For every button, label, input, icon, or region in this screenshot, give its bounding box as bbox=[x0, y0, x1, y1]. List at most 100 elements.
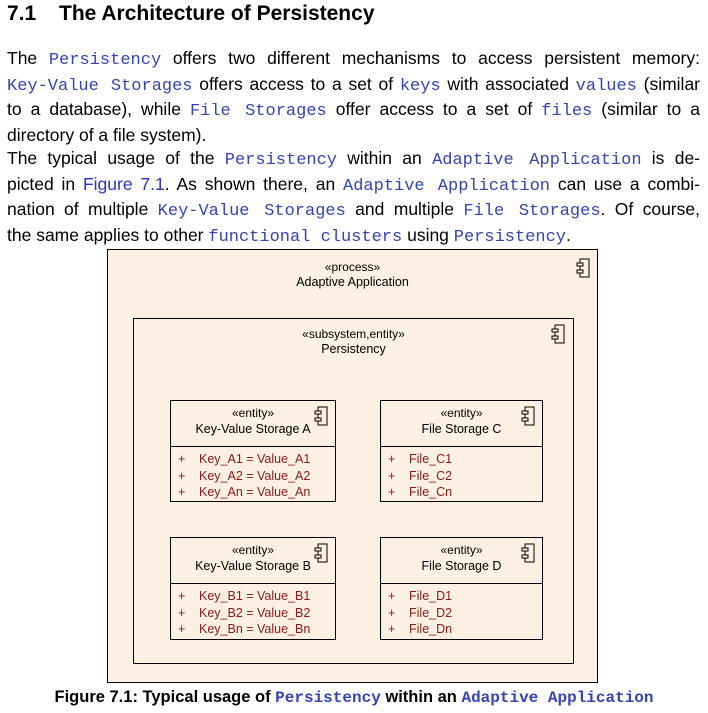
kv-storage-b-box: «entity» Key-Value Storage B + Key_B1 = V… bbox=[170, 537, 336, 640]
file-storage-c-box: «entity» File Storage C +File_C1 +File_C… bbox=[380, 400, 543, 502]
attribute-list: + Key_B1 = Value_B1 + Key_B2 = Value_B2 +K… bbox=[178, 588, 310, 638]
figure-caption: Figure 7.1: Typical usage of Persistency… bbox=[0, 688, 708, 707]
compartment-divider bbox=[381, 446, 542, 447]
text: offer access to a set of bbox=[326, 99, 542, 120]
text: the same applies to other bbox=[7, 224, 209, 245]
code-term: Adaptive Application bbox=[461, 689, 654, 707]
text: offers two different mechanisms to acces… bbox=[161, 48, 700, 68]
plus-marker: + bbox=[178, 468, 186, 483]
component-icon bbox=[521, 543, 535, 563]
attribute-item: +Key_Bn = Value_Bn bbox=[178, 621, 310, 638]
compartment-divider bbox=[171, 583, 335, 584]
text: nation of multiple bbox=[7, 199, 158, 220]
caption-text: Figure 7.1: Typical usage of bbox=[54, 688, 276, 706]
paragraph-2: The typical usage of the Persistency wit… bbox=[7, 147, 700, 249]
plus-marker: + bbox=[388, 485, 396, 499]
attribute-text: File_D1 bbox=[409, 589, 453, 603]
code-term: Adaptive Application bbox=[432, 151, 642, 170]
plus-marker: + bbox=[388, 452, 396, 466]
code-term: Persistency bbox=[453, 227, 566, 247]
entity-stereotype: «entity» bbox=[231, 406, 275, 420]
paragraph-1: The Persistency offers two different mec… bbox=[7, 47, 700, 146]
text: can use a combi- bbox=[550, 173, 700, 194]
text: offers access to a set of bbox=[192, 73, 400, 94]
attribute-item: + Key_B2 = Value_B2 bbox=[178, 605, 310, 622]
plus-marker: + bbox=[388, 605, 396, 620]
section-number: 7.1 bbox=[7, 2, 37, 25]
caption-text: within an bbox=[380, 688, 462, 706]
text: is de- bbox=[641, 148, 701, 168]
plus-marker: + bbox=[178, 485, 186, 499]
text: (similar to a bbox=[592, 99, 701, 120]
attribute-item: + Key_An = Value_An bbox=[178, 484, 310, 501]
attribute-item: + Key_B1 = Value_B1 bbox=[178, 588, 310, 605]
figure-link[interactable]: Figure 7.1 bbox=[82, 173, 165, 194]
attribute-item: +File_C1 bbox=[388, 451, 452, 468]
process-stereotype: «process» bbox=[324, 260, 381, 274]
code-term: Key-Value Storages bbox=[7, 76, 193, 96]
code-term: Key-Value Storages bbox=[157, 202, 346, 222]
para2-line-2: picted in Figure 7.1. As shown there, an… bbox=[7, 173, 700, 199]
text: with associated bbox=[440, 73, 576, 94]
text: The typical usage of the bbox=[7, 148, 225, 168]
attribute-item: + File_D2 bbox=[388, 605, 452, 622]
process-box: «process» Adaptive Application «subsyste… bbox=[107, 249, 598, 683]
code-term: files bbox=[541, 102, 593, 122]
entity-name: Key-Value Storage B bbox=[195, 559, 311, 573]
plus-marker: + bbox=[178, 605, 186, 620]
subsystem-box: «subsystem,entity» Persistency «entity» … bbox=[133, 318, 574, 664]
attribute-item: + File_Cn bbox=[388, 484, 452, 501]
attribute-text: Key_A2 = Value_A2 bbox=[199, 468, 311, 483]
code-term: Persistency bbox=[224, 151, 337, 170]
attribute-text: File_Dn bbox=[409, 622, 453, 636]
attribute-text: Key_An = Value_An bbox=[199, 485, 311, 499]
attribute-item: + Key_A2 = Value_A2 bbox=[178, 468, 310, 485]
text: The bbox=[7, 48, 49, 68]
component-icon bbox=[576, 258, 590, 278]
code-term: Adaptive Application bbox=[343, 176, 551, 196]
kv-storage-a-box: «entity» Key-Value Storage A +Key_A1 = V… bbox=[170, 400, 336, 502]
subsystem-name: Persistency bbox=[321, 342, 386, 356]
text: directory of a file system). bbox=[7, 124, 207, 145]
compartment-divider bbox=[381, 583, 542, 584]
entity-name: File Storage C bbox=[421, 422, 502, 436]
text: using bbox=[402, 224, 454, 245]
attribute-text: Key_B2 = Value_B2 bbox=[199, 605, 311, 620]
attribute-text: Key_A1 = Value_A1 bbox=[199, 452, 311, 466]
attribute-text: Key_B1 = Value_B1 bbox=[199, 589, 311, 603]
para2-line-4: the same applies to other functional clu… bbox=[7, 224, 700, 250]
attribute-list: +File_C1 +File_C2 +File_Cn bbox=[388, 451, 452, 501]
attribute-item: + Key_A1 = Value_A1 bbox=[178, 451, 310, 468]
code-term: values bbox=[575, 76, 637, 96]
compartment-divider bbox=[171, 446, 335, 447]
code-term: Persistency bbox=[48, 51, 162, 70]
code-term: File Storages bbox=[463, 202, 601, 222]
plus-marker: + bbox=[388, 468, 396, 483]
para1-line-3: to a database), while File Storages offe… bbox=[7, 98, 700, 124]
attribute-text: File_Cn bbox=[409, 485, 453, 499]
plus-marker: + bbox=[388, 589, 396, 603]
para2-line-1: The typical usage of the Persistency wit… bbox=[7, 147, 700, 173]
attribute-list: + Key_A1 = Value_A1 + Key_A2 = Value_A2 + K… bbox=[178, 451, 310, 501]
attribute-item: + File_Dn bbox=[388, 621, 452, 638]
component-icon bbox=[314, 543, 328, 563]
text: (similar bbox=[636, 73, 701, 94]
plus-marker: + bbox=[178, 589, 186, 603]
process-name: Adaptive Application bbox=[296, 275, 409, 289]
component-icon bbox=[551, 324, 565, 344]
code-term: Persistency bbox=[275, 689, 381, 707]
entity-stereotype: «entity» bbox=[231, 543, 275, 557]
para1-line-2: Key-Value Storages offers access to a se… bbox=[7, 73, 700, 99]
section-title: The Architecture of Persistency bbox=[59, 2, 375, 25]
plus-marker: + bbox=[388, 622, 396, 636]
plus-marker: + bbox=[178, 452, 186, 466]
component-icon bbox=[521, 406, 535, 426]
attribute-item: + File_D1 bbox=[388, 588, 452, 605]
section-heading: 7.1 The Architecture of Persistency bbox=[7, 2, 375, 26]
attribute-text: File_D2 bbox=[409, 605, 453, 620]
text: . Of course, bbox=[600, 199, 700, 220]
text: within an bbox=[337, 148, 433, 168]
para1-line-4: directory of a file system). bbox=[7, 124, 700, 147]
text: and multiple bbox=[345, 199, 464, 220]
code-term: functional clusters bbox=[208, 227, 403, 247]
